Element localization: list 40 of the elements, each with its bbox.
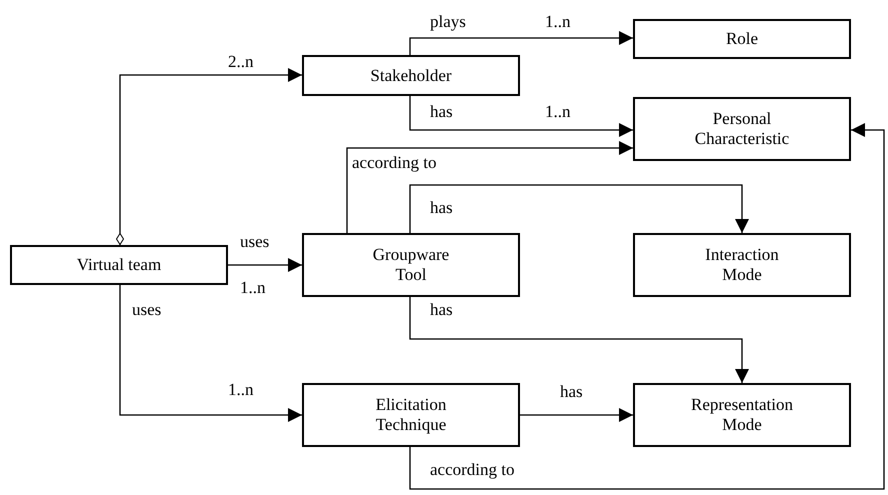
edge-label: according to <box>430 460 514 480</box>
class-name: Groupware Tool <box>372 245 450 285</box>
association-arrow <box>409 123 885 490</box>
multiplicity-label: 1..n <box>545 102 570 122</box>
association-arrow <box>409 297 749 383</box>
edge-label: has <box>430 198 453 218</box>
class-box <box>302 55 520 96</box>
association-arrow <box>228 258 302 272</box>
association-arrow <box>346 141 633 233</box>
edge-label: 2..n <box>228 52 254 72</box>
edge-label: has <box>430 300 453 320</box>
class-name: Interaction Mode <box>705 245 779 285</box>
class-box <box>633 97 851 161</box>
association-arrow <box>409 31 633 55</box>
class-box <box>302 233 520 297</box>
multiplicity-label: 1..n <box>228 380 254 400</box>
class-box <box>10 245 228 285</box>
association-arrow <box>520 408 633 422</box>
class-name: Elicitation Technique <box>376 395 446 435</box>
edge-label: has <box>560 382 583 402</box>
class-name: Role <box>726 29 758 49</box>
association-arrow <box>409 96 633 137</box>
association-arrow <box>119 285 302 422</box>
association-arrow <box>409 184 749 233</box>
class-box <box>633 383 851 447</box>
class-box <box>633 233 851 297</box>
class-box <box>633 19 851 59</box>
class-box <box>302 383 520 447</box>
edge-label: according to <box>352 153 436 173</box>
aggregation-arrow <box>116 68 302 245</box>
edge-label: plays <box>430 12 466 32</box>
edge-label: has <box>430 102 453 122</box>
class-name: Personal Characteristic <box>694 109 790 149</box>
edge-label: uses <box>240 232 270 252</box>
class-name: Virtual team <box>76 255 162 275</box>
class-name: Representation Mode <box>691 395 793 435</box>
edge-label: uses <box>132 300 162 320</box>
class-name: Stakeholder <box>370 66 452 86</box>
multiplicity-label: 1..n <box>545 12 570 32</box>
multiplicity-label: 1..n <box>240 278 266 298</box>
